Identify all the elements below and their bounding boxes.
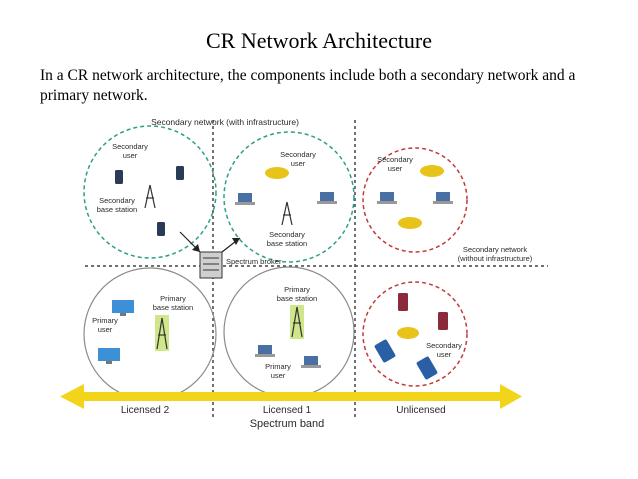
sec-bs-1-line1: Secondary	[99, 196, 135, 205]
primary-base-station-icon-left	[155, 315, 169, 351]
secondary-network-circle-bottom-right	[362, 281, 468, 387]
car-icon	[398, 217, 422, 229]
prim-bs-1-line2: base station	[153, 303, 193, 312]
spectrum-broker-label: Spectrum broker	[226, 257, 282, 266]
spectrum-band-arrow	[60, 384, 522, 409]
laptop-icon	[235, 193, 255, 205]
prim-bs-1-line1: Primary	[160, 294, 186, 303]
phone-icon	[176, 166, 184, 180]
sec-bs-1-line2: base station	[97, 205, 137, 214]
prim-user-1-line2: user	[98, 325, 113, 334]
secondary-base-station-icon-middle	[281, 201, 293, 226]
secondary-network-circle-left	[83, 125, 217, 259]
spectrum-band-axis-label: Spectrum band	[250, 418, 325, 430]
monitor-icon	[98, 348, 120, 364]
prim-user-2-line2: user	[271, 371, 286, 380]
primary-network-circle-left	[83, 267, 217, 401]
secondary-network-circle-middle	[223, 131, 355, 263]
sec-bs-2-line1: Secondary	[269, 230, 305, 239]
sec-user-2-line2: user	[291, 159, 306, 168]
sec-user-2-line1: Secondary	[280, 150, 316, 159]
mobile-device-icon	[438, 312, 448, 330]
secondary-network-circle-right	[362, 147, 468, 253]
broker-arrowhead-left	[192, 244, 200, 252]
band-label-licensed-2: Licensed 2	[121, 405, 170, 416]
primary-base-station-icon-middle	[290, 305, 304, 339]
phone-icon	[157, 222, 165, 236]
car-icon	[420, 165, 444, 177]
sec-user-3-line1: Secondary	[377, 155, 413, 164]
secondary-base-station-icon-left	[144, 184, 156, 209]
sec-user-1-line2: user	[123, 151, 138, 160]
band-label-unlicensed: Unlicensed	[396, 405, 445, 416]
laptop-icon	[433, 192, 453, 204]
sec-user-1-line1: Secondary	[112, 142, 148, 151]
prim-bs-2-line1: Primary	[284, 285, 310, 294]
slide-body-text: In a CR network architecture, the compon…	[40, 67, 576, 104]
prim-user-1-line1: Primary	[92, 316, 118, 325]
car-icon	[265, 167, 289, 179]
band-label-licensed-1: Licensed 1	[263, 405, 312, 416]
prim-user-2-line1: Primary	[265, 362, 291, 371]
tablet-icon	[374, 339, 396, 363]
laptop-icon	[301, 356, 321, 368]
laptop-icon	[317, 192, 337, 204]
prim-bs-2-line2: base station	[277, 294, 317, 303]
sec-user-3-line2: user	[388, 164, 403, 173]
mobile-device-icon	[398, 293, 408, 311]
broker-arrowhead-right	[232, 238, 240, 245]
sec-user-4-line1: Secondary	[426, 341, 462, 350]
sec-net-no-infra-line2: (without infrastructure)	[458, 254, 533, 263]
sec-user-4-line2: user	[437, 350, 452, 359]
car-icon	[397, 327, 419, 339]
laptop-icon	[255, 345, 275, 357]
sec-bs-2-line2: base station	[267, 239, 307, 248]
top-label: Secondary network (with infrastructure)	[151, 117, 299, 127]
sec-net-no-infra-line1: Secondary network	[463, 245, 527, 254]
tablet-icon	[416, 356, 438, 380]
phone-icon	[115, 170, 123, 184]
slide-title: CR Network Architecture	[205, 28, 433, 53]
spectrum-broker-icon	[199, 251, 223, 279]
monitor-icon	[112, 300, 134, 316]
laptop-icon	[377, 192, 397, 204]
